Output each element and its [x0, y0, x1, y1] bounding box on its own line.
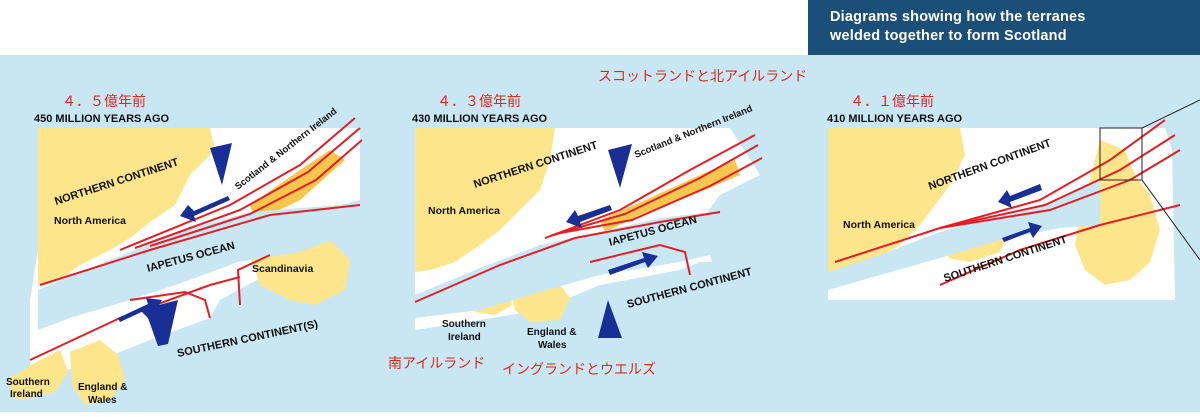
arrow-left-2	[566, 205, 612, 228]
zoom-box	[1099, 127, 1143, 181]
panel-450ma	[10, 117, 363, 405]
fault-line-3b	[939, 134, 1176, 229]
north-america-label-1: North America	[54, 215, 126, 227]
jp-age-430: ４．３億年前	[437, 93, 521, 110]
fault-line-1b	[134, 127, 361, 249]
north-america-label-3: North America	[843, 219, 915, 231]
england-label-1a: England &	[78, 382, 127, 393]
arrow-up-2	[598, 300, 622, 338]
fault-line-3d	[939, 204, 1181, 286]
age-label-410: 410 MILLION YEARS AGO	[827, 113, 963, 125]
title-box: Diagrams showing how the terranes welded…	[808, 0, 1200, 55]
arrow-down-2	[608, 144, 632, 188]
fault-line-1e	[39, 204, 361, 286]
north-america-landmass-3	[828, 128, 965, 272]
arrow-left-3	[998, 184, 1042, 208]
fault-line-1f	[236, 254, 271, 306]
jp-age-450: ４．５億年前	[62, 93, 146, 110]
southern-ireland-label-2a: Southern	[442, 319, 486, 330]
fault-line-1c	[149, 139, 363, 247]
southern-ireland-label-1a: Southern	[6, 377, 50, 388]
title-line-2: welded together to form Scotland	[830, 28, 1067, 44]
arrow-right-1	[118, 298, 162, 322]
england-label-1b: Wales	[88, 395, 117, 406]
age-label-430: 430 MILLION YEARS AGO	[412, 113, 548, 125]
southern-ireland-label-1b: Ireland	[10, 389, 43, 400]
fault-line-2c	[554, 157, 763, 235]
arrow-left-1	[180, 196, 230, 222]
fault-line-2a	[544, 134, 756, 239]
fault-line-2e	[589, 243, 691, 276]
southern-ireland-label-2b: Ireland	[448, 332, 481, 343]
british-isles-landmass-3	[1075, 140, 1160, 285]
fault-line-2b	[549, 144, 759, 237]
fault-line-3c	[939, 149, 1181, 229]
jp-south-ireland: 南アイルランド	[388, 356, 485, 372]
jp-scotland-ni: スコットランドと北アイルランド	[598, 69, 807, 85]
age-label-450: 450 MILLION YEARS AGO	[34, 113, 170, 125]
title-line-1: Diagrams showing how the terranes	[830, 9, 1086, 25]
fault-line-1d	[29, 276, 241, 361]
jp-england-wales: イングランドとウエルズ	[502, 362, 656, 378]
north-america-landmass-2	[415, 128, 555, 272]
jp-age-410: ４．１億年前	[850, 93, 934, 110]
england-label-2a: England &	[527, 327, 576, 338]
panel-430ma	[414, 128, 763, 338]
fault-line-1a	[119, 117, 356, 251]
scotland-strip-2	[600, 160, 740, 232]
arrow-down-1	[210, 143, 232, 185]
southern-ireland-landmass-1	[10, 350, 68, 400]
fault-line-1g	[129, 290, 211, 319]
england-wales-landmass-1	[70, 340, 125, 405]
arrow-right-3	[1002, 222, 1042, 242]
zoom-line-bottom	[1141, 179, 1200, 261]
fault-line-3a	[834, 119, 1166, 263]
iapetus-ocean-2	[415, 212, 710, 318]
england-label-2b: Wales	[538, 340, 567, 351]
north-america-landmass-1	[38, 128, 215, 284]
north-america-label-2: North America	[428, 205, 500, 217]
arrow-up-1	[140, 300, 178, 346]
scandinavia-label: Scandinavia	[252, 263, 313, 275]
arrow-right-2	[608, 252, 658, 275]
panel-410ma	[828, 99, 1200, 300]
zoom-line-top	[1141, 99, 1200, 129]
iapetus-ocean-1	[38, 200, 360, 330]
scotland-strip-1	[250, 150, 345, 222]
fault-line-2d	[414, 211, 721, 303]
